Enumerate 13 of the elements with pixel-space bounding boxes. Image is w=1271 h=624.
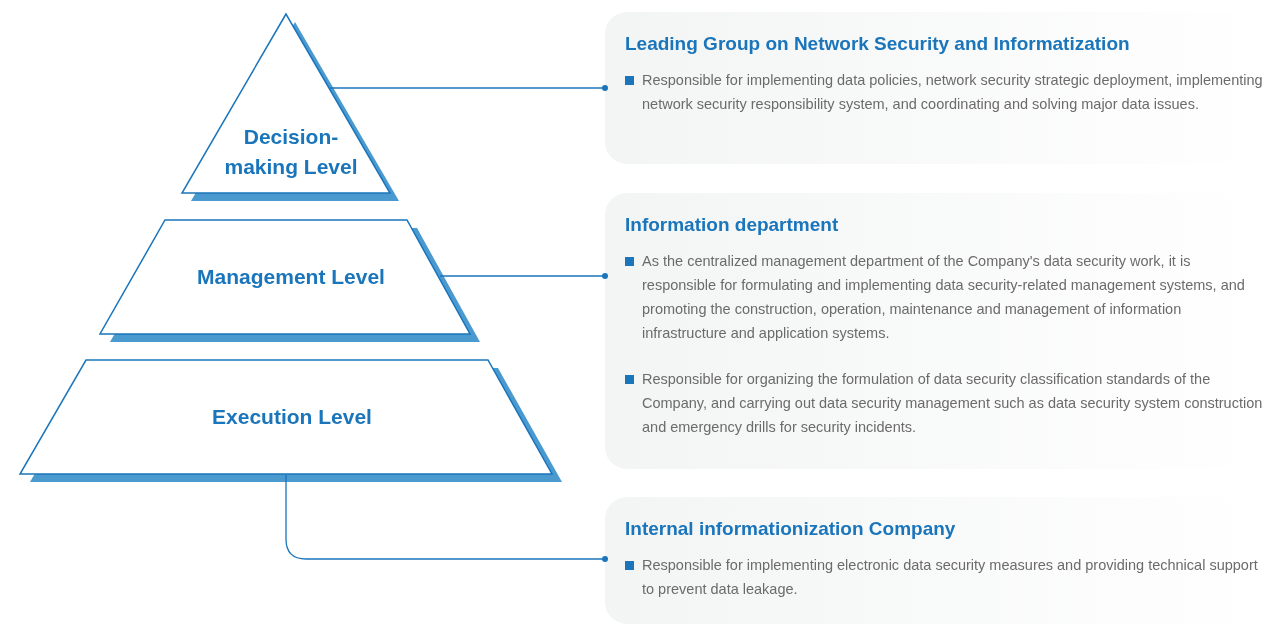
level-label: Management Level	[196, 264, 386, 290]
level-label: Execution Level	[211, 404, 373, 430]
level-label: Decision-making Level	[223, 124, 359, 180]
connector-line	[439, 273, 608, 279]
bullet-text: Responsible for implementing data policies, network security strategic deployment, implementing network security responsibility system, and coordinating and solving major data issues.	[642, 71, 1263, 114]
connector-line	[285, 474, 608, 562]
connector-line	[329, 85, 608, 91]
bullet-text: As the centralized management department of the Company's data security work, it is responsible for formulating and implementing data security-related management systems, and promoting the construction, operation, maintenance and management of information infrastructure and application systems.	[642, 252, 1246, 343]
card-heading: Information department	[625, 213, 840, 237]
card-heading: Leading Group on Network Security and Informatization	[625, 32, 1131, 56]
bullet-text: Responsible for organizing the formulation of data security classification standards of the Company, and carrying out data security management such as data security system construction and emergency drills for security incidents.	[642, 370, 1263, 437]
card-heading: Internal informationization Company	[625, 517, 957, 541]
bullet-text: Responsible for implementing electronic data security measures and providing technical support to prevent data leakage.	[642, 556, 1259, 599]
